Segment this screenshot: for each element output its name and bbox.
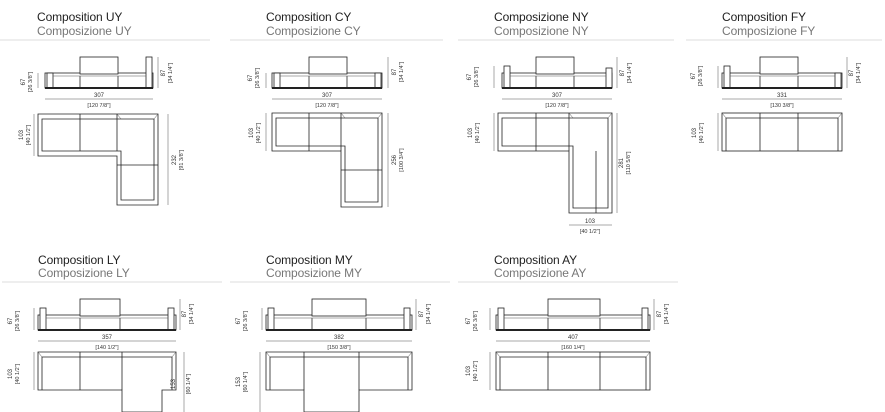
composition-fy: Composition FY Composizione FY 67 [26 3/… xyxy=(684,0,884,240)
depth-dim: 103 xyxy=(19,129,25,140)
composition-title: Composition MY xyxy=(266,253,353,267)
depth-dim: 103 xyxy=(468,127,474,138)
chaise-dim: 256 xyxy=(392,154,398,165)
chaise-dim-inch: [110 5/8"] xyxy=(626,151,632,174)
chaise-dim-inch: [100 3/4"] xyxy=(399,148,405,172)
composition-subtitle: Composizione FY xyxy=(722,24,816,38)
back-dim: 87 xyxy=(182,310,188,317)
back-dim-inch: [34 1/4"] xyxy=(426,303,432,324)
composition-drawing: 67 [26 3/8"] 87 [34 1/4"] 357 [140 1/2"]… xyxy=(2,281,222,412)
composition-subtitle: Composizione CY xyxy=(266,24,361,38)
back-dim: 87 xyxy=(657,310,663,317)
width-dim-inch: [140 1/2"] xyxy=(95,345,119,351)
depth-dim: 153 xyxy=(236,376,242,387)
composition-ly: Composition LY Composizione LY 67 [26 3/… xyxy=(0,248,225,412)
back-dim: 87 xyxy=(849,69,855,76)
height-dim: 67 xyxy=(466,317,472,324)
width-dim: 357 xyxy=(102,335,113,341)
composition-drawing: 67 [26 3/8"] 87 [34 1/4"] 307 [120 7/8"]… xyxy=(0,39,210,206)
height-dim-inch: [26 3/8"] xyxy=(473,310,479,331)
composition-title: Composition CY xyxy=(266,10,352,24)
chaise-dim: 232 xyxy=(172,154,178,165)
composition-drawing: 67 [26 3/8"] 87 [34 1/4"] 331 [130 3/8"]… xyxy=(686,39,882,152)
composition-drawing: 67 [26 3/8"] 87 [34 1/4"] 382 [150 3/8"]… xyxy=(230,281,450,412)
height-dim-inch: [26 3/8"] xyxy=(698,65,704,86)
composition-title: Composition UY xyxy=(37,10,123,24)
height-dim: 67 xyxy=(21,78,27,85)
composition-ay: Composition AY Composizione AY 67 [26 3/… xyxy=(456,248,681,412)
back-dim-inch: [34 1/4"] xyxy=(399,61,405,82)
height-dim-inch: [26 3/8"] xyxy=(28,71,34,92)
composition-title: Composition FY xyxy=(722,10,806,24)
height-dim-inch: [26 3/8"] xyxy=(243,310,249,331)
depth-dim-inch: [40 1/2"] xyxy=(473,360,479,381)
back-dim-inch: [34 1/4"] xyxy=(664,303,670,324)
width-dim-inch: [120 7/8"] xyxy=(315,103,339,109)
composition-title: Composition AY xyxy=(494,253,578,267)
width-dim: 307 xyxy=(94,93,105,99)
composition-subtitle: Composizione AY xyxy=(494,266,587,280)
back-dim-inch: [34 1/4"] xyxy=(189,303,195,324)
back-dim: 87 xyxy=(620,69,626,76)
width-dim-inch: [130 3/8"] xyxy=(770,103,794,109)
depth-dim-inch: [40 1/2"] xyxy=(15,363,21,384)
composition-drawing: 67 [26 3/8"] 87 [34 1/4"] 307 [120 7/8"]… xyxy=(458,39,674,235)
composition-subtitle: Composizione MY xyxy=(266,266,362,280)
composition-my: Composition MY Composizione MY 67 [26 3/… xyxy=(228,248,453,412)
width-dim-inch: [160 1/4"] xyxy=(561,345,585,351)
composition-title: Composition LY xyxy=(38,253,121,267)
width-dim: 382 xyxy=(334,335,345,341)
chaise-dim-inch: [91 3/8"] xyxy=(179,149,185,170)
chaise-dim: 281 xyxy=(619,157,625,168)
depth-dim-inch: [40 1/2"] xyxy=(26,124,32,145)
height-dim-inch: [26 3/8"] xyxy=(474,66,480,87)
composition-cy: Composition CY Composizione CY 67 [26 3/… xyxy=(228,0,448,240)
chaise-dim-inch: [60 1/4"] xyxy=(186,373,192,394)
height-dim: 67 xyxy=(8,317,14,324)
composition-title: Composizione NY xyxy=(494,10,589,24)
height-dim: 67 xyxy=(691,72,697,79)
bottom-dim-inch: [40 1/2"] xyxy=(580,229,601,235)
composition-subtitle: Composizione LY xyxy=(38,266,130,280)
width-dim: 331 xyxy=(777,93,788,99)
width-dim-inch: [120 7/8"] xyxy=(87,103,111,109)
width-dim: 307 xyxy=(552,93,563,99)
back-dim-inch: [34 1/4"] xyxy=(168,62,174,83)
depth-dim: 103 xyxy=(249,127,255,138)
width-dim: 307 xyxy=(322,93,333,99)
composition-drawing: 67 [26 3/8"] 87 [34 1/4"] 407 [160 1/4"]… xyxy=(458,281,678,391)
back-dim-inch: [34 1/4"] xyxy=(627,62,633,83)
depth-dim: 103 xyxy=(692,127,698,138)
composition-uy: Composition UY Composizione UY 67 [26 3/… xyxy=(0,0,220,240)
composition-subtitle: Composizione UY xyxy=(37,24,132,38)
height-dim-inch: [26 3/8"] xyxy=(255,67,261,88)
height-dim-inch: [26 3/8"] xyxy=(15,310,21,331)
depth-dim-inch: [40 1/2"] xyxy=(475,122,481,143)
height-dim: 67 xyxy=(248,74,254,81)
chaise-dim: 153 xyxy=(171,378,177,389)
depth-dim-inch: [40 1/2"] xyxy=(699,122,705,143)
back-dim: 87 xyxy=(161,69,167,76)
depth-dim-inch: [40 1/2"] xyxy=(256,122,262,143)
depth-dim-inch: [60 1/4"] xyxy=(243,371,249,392)
back-dim: 87 xyxy=(392,68,398,75)
composition-ny: Composizione NY Composizione NY 67 [26 3… xyxy=(456,0,681,240)
bottom-dim: 103 xyxy=(585,219,596,225)
composition-drawing: 67 [26 3/8"] 87 [34 1/4"] 307 [120 7/8"]… xyxy=(230,39,443,208)
composition-subtitle: Composizione NY xyxy=(494,24,589,38)
height-dim: 67 xyxy=(467,73,473,80)
height-dim: 67 xyxy=(236,317,242,324)
depth-dim: 103 xyxy=(466,365,472,376)
back-dim-inch: [34 1/4"] xyxy=(856,62,862,83)
depth-dim: 103 xyxy=(8,368,14,379)
back-dim: 87 xyxy=(419,310,425,317)
width-dim-inch: [120 7/8"] xyxy=(545,103,569,109)
width-dim-inch: [150 3/8"] xyxy=(327,345,351,351)
width-dim: 407 xyxy=(568,335,579,341)
